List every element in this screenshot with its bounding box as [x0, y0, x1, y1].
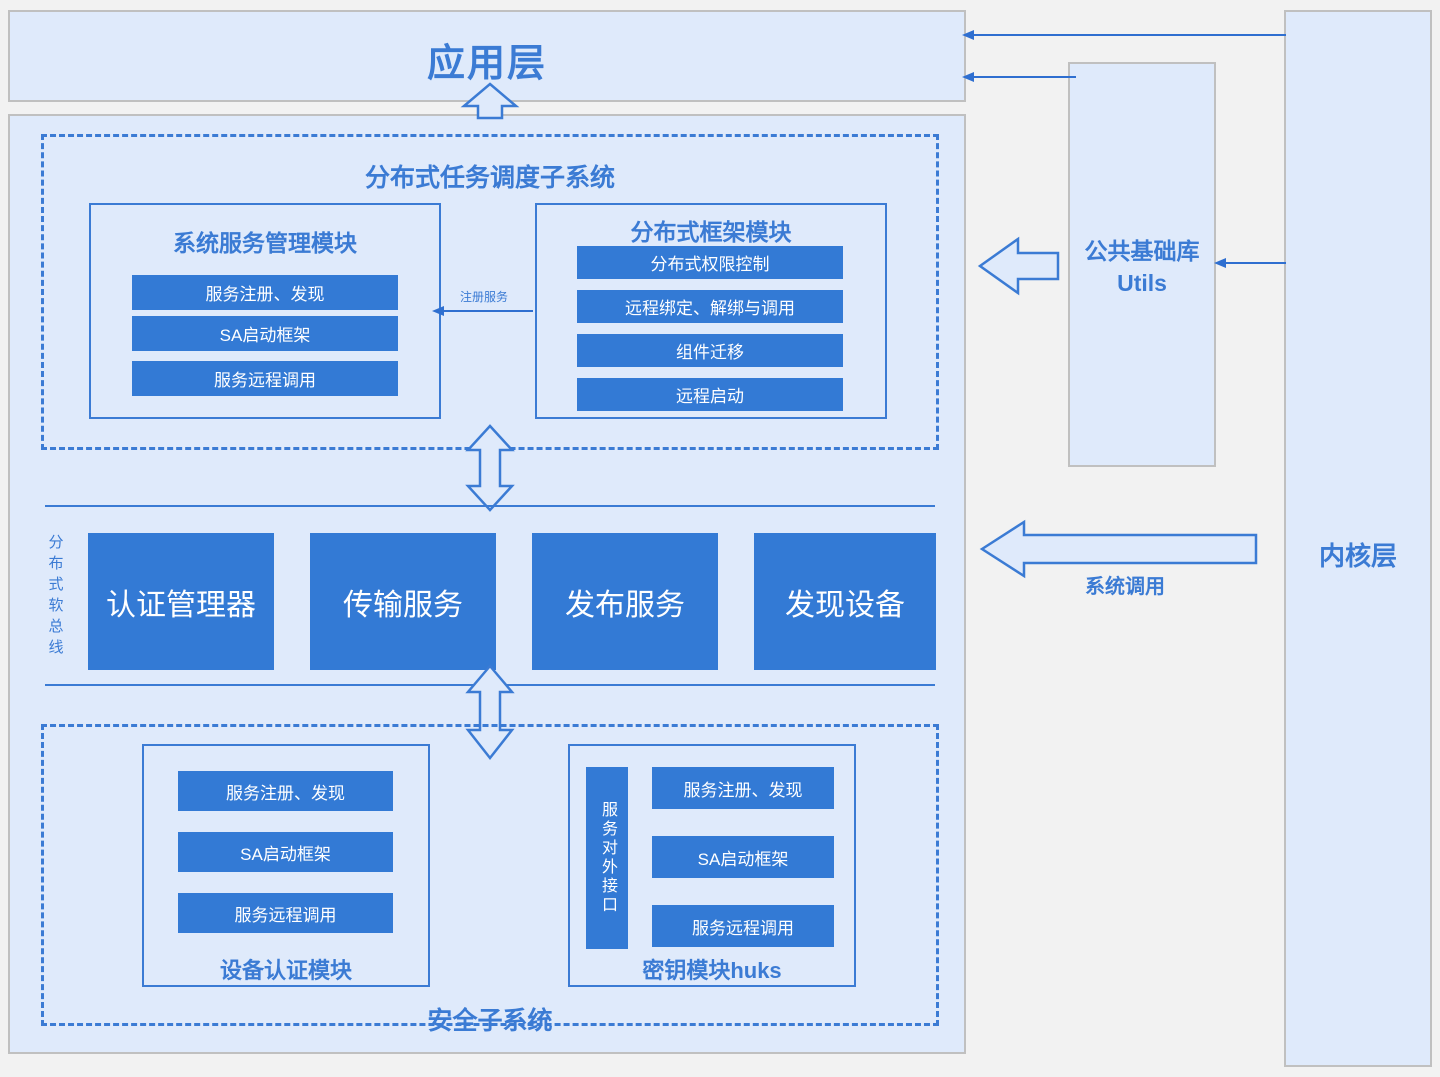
softbus-vertical-label: 分布式软总线 — [46, 534, 64, 660]
huks-item-0[interactable]: 服务注册、发现 — [652, 767, 834, 809]
huks-item-2[interactable]: 服务远程调用 — [652, 905, 834, 947]
system-call-label: 系统调用 — [1085, 576, 1165, 598]
system-service-item-2[interactable]: 服务远程调用 — [132, 361, 398, 396]
distributed-framework-module-title: 分布式框架模块 — [630, 219, 792, 245]
utils-to-app-arrow — [962, 72, 1076, 82]
utils-library-title: 公共基础库 Utils — [1070, 232, 1214, 297]
softbus-service-3[interactable]: 发现设备 — [754, 533, 936, 670]
softbus-top-line — [45, 505, 935, 507]
kernel-to-utils-arrow — [1214, 258, 1286, 268]
utils-title-line1: 公共基础库 — [1084, 238, 1200, 264]
huks-external-interface[interactable]: 服务对外接口 — [586, 767, 628, 949]
kernel-layer-panel: 内核层 — [1284, 10, 1432, 1067]
device-auth-item-2[interactable]: 服务远程调用 — [178, 893, 393, 933]
kernel-to-app-arrow — [962, 30, 1286, 40]
system-to-app-block-arrow — [460, 82, 520, 120]
utils-library-panel: 公共基础库 Utils — [1068, 62, 1216, 467]
softbus-service-0[interactable]: 认证管理器 — [88, 533, 274, 670]
security-subsystem-box — [41, 724, 939, 1026]
register-service-label: 注册服务 — [459, 290, 508, 304]
softbus-service-1[interactable]: 传输服务 — [310, 533, 496, 670]
utils-outbound-block-arrow — [977, 236, 1060, 296]
huks-item-1[interactable]: SA启动框架 — [652, 836, 834, 878]
utils-title-line2: Utils — [1117, 270, 1167, 296]
softbus-service-2[interactable]: 发布服务 — [532, 533, 718, 670]
system-service-module-title: 系统服务管理模块 — [173, 230, 357, 256]
huks-module-title: 密钥模块huks — [642, 958, 782, 983]
softbus-security-double-arrow — [465, 664, 515, 761]
distributed-framework-item-0[interactable]: 分布式权限控制 — [577, 246, 843, 279]
system-call-block-arrow — [979, 519, 1258, 579]
distributed-framework-item-3[interactable]: 远程启动 — [577, 378, 843, 411]
security-subsystem-title: 安全子系统 — [427, 1007, 553, 1035]
device-auth-module-title: 设备认证模块 — [219, 958, 352, 983]
scheduling-subsystem-title: 分布式任务调度子系统 — [364, 164, 615, 192]
register-service-arrow — [432, 306, 533, 316]
kernel-layer-title: 内核层 — [1318, 541, 1397, 571]
device-auth-item-0[interactable]: 服务注册、发现 — [178, 771, 393, 811]
system-service-item-1[interactable]: SA启动框架 — [132, 316, 398, 351]
system-service-item-0[interactable]: 服务注册、发现 — [132, 275, 398, 310]
scheduling-softbus-double-arrow — [465, 424, 515, 512]
device-auth-item-1[interactable]: SA启动框架 — [178, 832, 393, 872]
application-layer-title: 应用层 — [426, 43, 547, 85]
distributed-framework-item-2[interactable]: 组件迁移 — [577, 334, 843, 367]
distributed-framework-item-1[interactable]: 远程绑定、解绑与调用 — [577, 290, 843, 323]
